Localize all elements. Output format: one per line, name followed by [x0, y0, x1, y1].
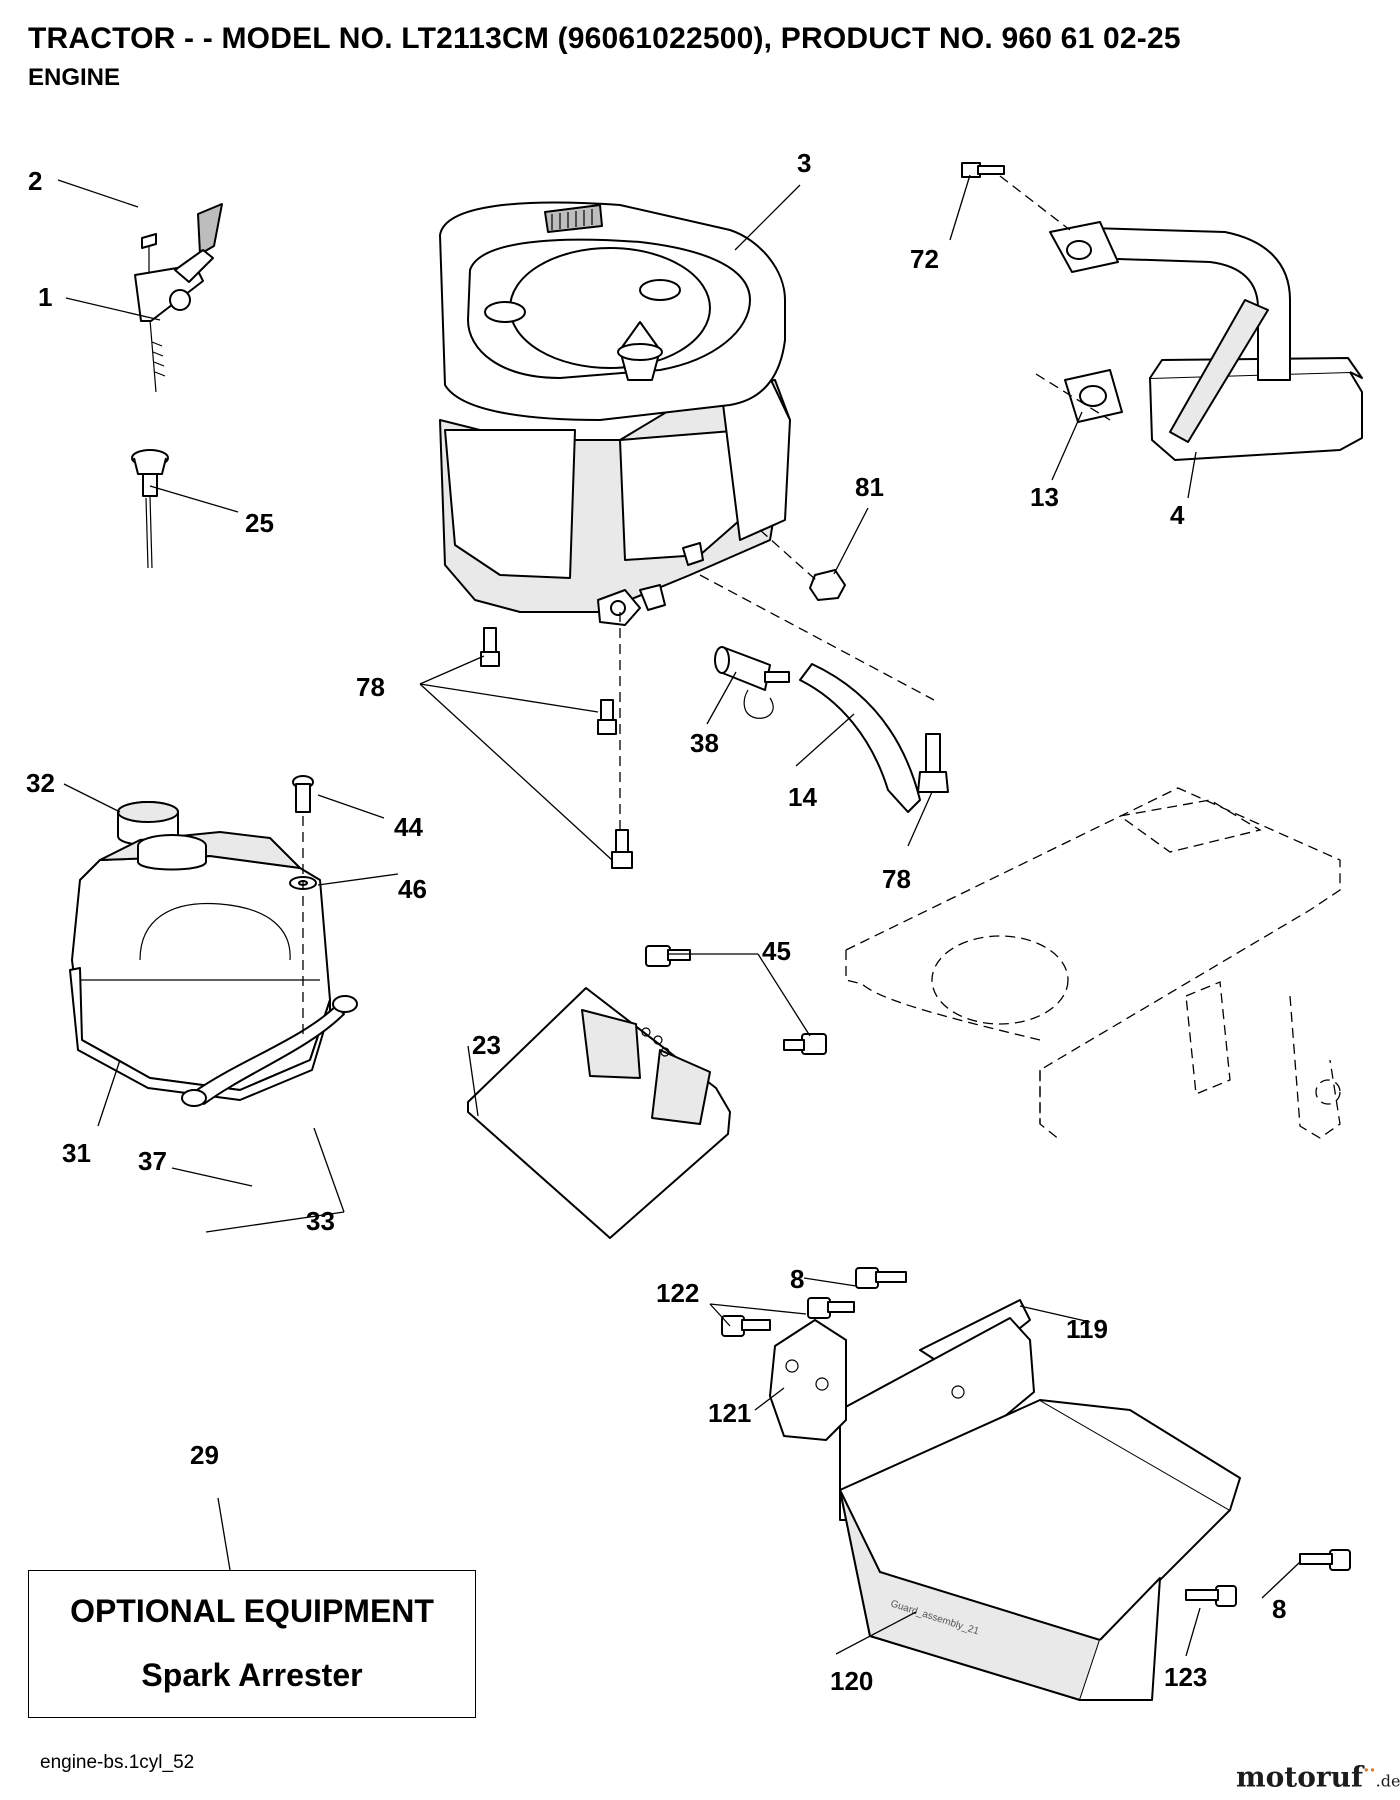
callout-44: 44 — [394, 812, 423, 842]
leader-lines — [57, 174, 1301, 1657]
callout-1: 1 — [38, 282, 52, 312]
fuel-line-part — [193, 1005, 345, 1105]
optional-equipment-item: Spark Arrester — [141, 1657, 363, 1693]
nut-part — [809, 569, 846, 601]
tank-screw-part — [292, 775, 314, 813]
muffler-gasket-part — [1064, 369, 1123, 423]
callout-72: 72 — [910, 244, 939, 274]
bracket-bolt-part — [721, 1267, 1351, 1607]
support-bracket-part — [769, 1319, 847, 1441]
callout-81: 81 — [855, 472, 884, 502]
callout-38: 38 — [690, 728, 719, 758]
section-subtitle: ENGINE — [28, 64, 121, 91]
callout-29: 29 — [190, 1440, 219, 1470]
page-title: TRACTOR - - MODEL NO. LT2113CM (96061022… — [28, 22, 1181, 55]
callout-3: 3 — [797, 148, 811, 178]
callout-14: 14 — [788, 782, 817, 812]
callout-121: 121 — [708, 1398, 751, 1428]
guard-assembly-part: Guard_assembly_21 — [839, 1399, 1241, 1701]
callout-32: 32 — [26, 768, 55, 798]
engine-part — [439, 201, 791, 626]
callout-46: 46 — [398, 874, 427, 904]
callout-23: 23 — [472, 1030, 501, 1060]
callout-4: 4 — [1170, 500, 1185, 530]
watermark-dots: ·· — [1363, 1760, 1376, 1781]
callout-122: 122 — [656, 1278, 699, 1308]
optional-equipment-box: OPTIONAL EQUIPMENT Spark Arrester — [28, 1570, 476, 1718]
choke-knob-part — [131, 449, 169, 569]
callout-8-b: 8 — [1272, 1594, 1286, 1624]
fuel-tank-part — [69, 831, 331, 1101]
watermark-tld: .de — [1375, 1771, 1400, 1791]
fuel-filter-part — [714, 646, 790, 719]
callout-78-a: 78 — [356, 672, 385, 702]
callout-37: 37 — [138, 1146, 167, 1176]
callout-123: 123 — [1164, 1662, 1207, 1692]
watermark-logo: motoruf··.de — [1236, 1760, 1400, 1793]
heat-shield-part — [467, 987, 731, 1239]
heat-shield-screw-part — [645, 945, 827, 1055]
callout-31: 31 — [62, 1138, 91, 1168]
muffler-part — [1049, 221, 1363, 461]
muffler-bolt-part — [961, 162, 1005, 178]
watermark-name: motoruf — [1236, 1760, 1364, 1794]
callout-labels: 2 1 25 3 72 13 4 81 78 38 14 78 32 44 46… — [26, 148, 1286, 1696]
callout-33: 33 — [306, 1206, 335, 1236]
throttle-control-part — [134, 203, 223, 393]
callout-13: 13 — [1030, 482, 1059, 512]
tractor-frame-reference — [845, 787, 1341, 1141]
callout-25: 25 — [245, 508, 274, 538]
callout-8-a: 8 — [790, 1264, 804, 1294]
callout-120: 120 — [830, 1666, 873, 1696]
callout-78-b: 78 — [882, 864, 911, 894]
callout-45: 45 — [762, 936, 791, 966]
hose-clamp-part — [181, 995, 358, 1107]
callout-119: 119 — [1066, 1314, 1108, 1344]
engine-bolt-part — [480, 627, 949, 869]
fuel-hose-part — [799, 663, 921, 813]
callout-2: 2 — [28, 166, 42, 196]
optional-equipment-heading: OPTIONAL EQUIPMENT — [70, 1593, 434, 1629]
figure-id: engine-bs.1cyl_52 — [40, 1752, 195, 1773]
